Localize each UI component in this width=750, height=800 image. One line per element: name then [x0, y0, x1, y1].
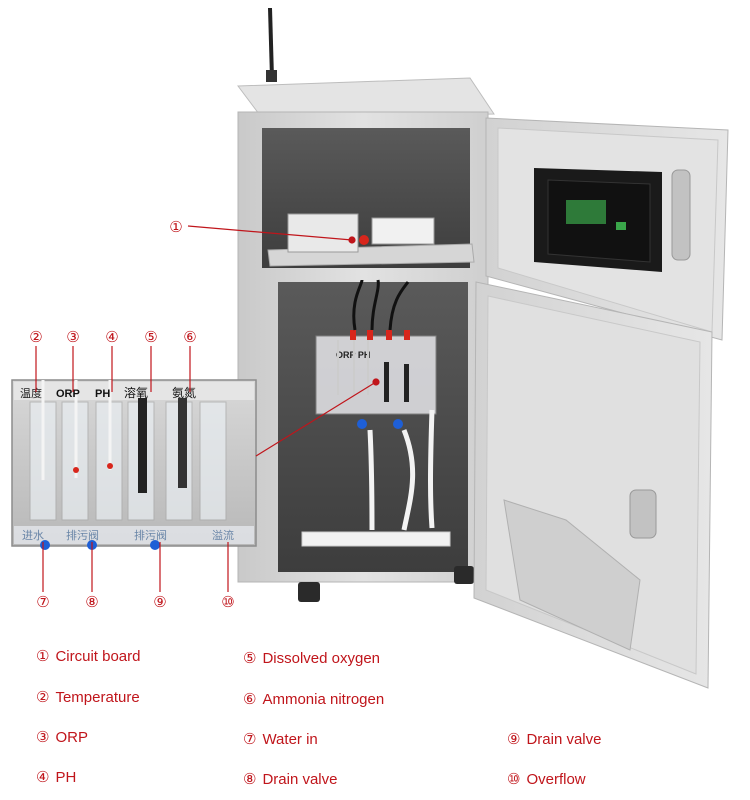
marker-7: ⑦ — [36, 593, 49, 611]
legend-text: Overflow — [526, 771, 586, 788]
inset-label-overflow: 溢流 — [212, 528, 234, 542]
legend-text: Drain valve — [526, 731, 602, 748]
legend-num: ① — [36, 647, 50, 665]
legend-text: ORP — [55, 729, 88, 746]
sensor-inset: 温度 ORP PH 溶氧 氨氮 进水 排污阀 排污阀 溢流 — [11, 379, 257, 550]
legend-text: Dissolved oxygen — [262, 650, 381, 667]
marker-6: ⑥ — [183, 328, 196, 346]
inset-label-nh3: 氨氮 — [172, 385, 196, 400]
legend-item-6: ⑥ Ammonia nitrogen — [243, 690, 384, 708]
inset-label-ph: PH — [95, 388, 110, 400]
legend-item-3: ③ ORP — [36, 728, 88, 746]
legend-num: ⑤ — [243, 649, 257, 667]
legend-item-10: ⑩ Overflow — [507, 770, 586, 788]
legend-text: Temperature — [55, 689, 140, 706]
antenna — [266, 7, 277, 82]
marker-2: ② — [29, 328, 42, 346]
upper-door — [485, 117, 729, 341]
marker-10: ⑩ — [221, 593, 234, 611]
legend-text: Water in — [262, 731, 318, 748]
legend-item-4: ④ PH — [36, 768, 76, 786]
legend-text: Circuit board — [55, 648, 141, 665]
legend-num: ⑦ — [243, 730, 257, 748]
marker-8: ⑧ — [85, 593, 98, 611]
legend-item-5: ⑤ Dissolved oxygen — [243, 649, 380, 667]
inset-label-drain-2: 排污阀 — [134, 528, 167, 542]
legend-num: ⑧ — [243, 770, 257, 788]
inset-label-temperature: 温度 — [20, 386, 42, 400]
marker-5: ⑤ — [144, 328, 157, 346]
legend-item-2: ② Temperature — [36, 688, 140, 706]
legend-item-7: ⑦ Water in — [243, 730, 318, 748]
legend-text: PH — [55, 769, 77, 786]
marker-9: ⑨ — [153, 593, 166, 611]
legend-num: ⑩ — [507, 770, 521, 788]
legend-text: Drain valve — [262, 771, 338, 788]
inset-label-drain-1: 排污阀 — [66, 528, 99, 542]
legend-text: Ammonia nitrogen — [262, 691, 385, 708]
cabinet-body: ORP PH — [237, 77, 495, 602]
legend-num: ② — [36, 688, 50, 706]
marker-1: ① — [169, 218, 182, 236]
callout-lines — [35, 225, 380, 592]
inset-label-orp: ORP — [56, 388, 80, 400]
hmi-screen — [534, 168, 662, 272]
legend-item-9: ⑨ Drain valve — [507, 730, 601, 748]
legend-item-8: ⑧ Drain valve — [243, 770, 337, 788]
lower-door — [473, 281, 713, 689]
callout-markers: ① ② ③ ④ ⑤ ⑥ ⑦ ⑧ ⑨ ⑩ — [29, 218, 234, 611]
legend-num: ③ — [36, 728, 50, 746]
legend-num: ④ — [36, 768, 50, 786]
marker-3: ③ — [66, 328, 79, 346]
legend-num: ⑥ — [243, 690, 257, 708]
inset-label-water-in: 进水 — [22, 529, 44, 542]
legend-num: ⑨ — [507, 730, 521, 748]
marker-4: ④ — [105, 328, 118, 346]
inset-label-do: 溶氧 — [124, 385, 148, 400]
legend-item-1: ① Circuit board — [36, 647, 141, 665]
